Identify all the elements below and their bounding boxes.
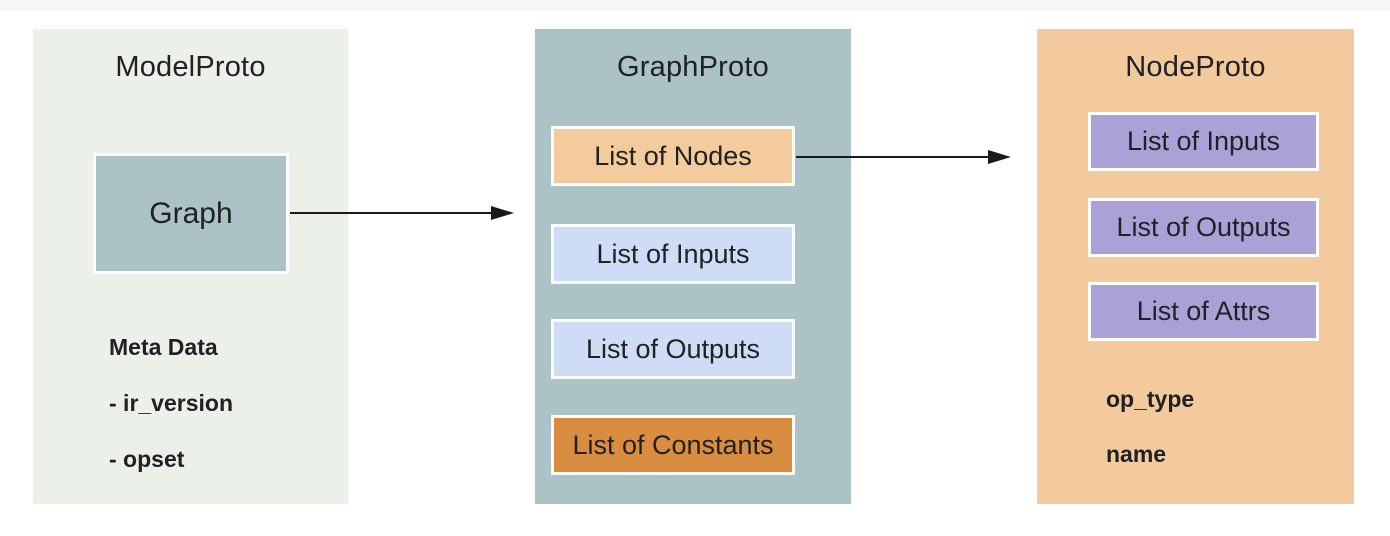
graph-list-of-inputs-label: List of Inputs (596, 238, 750, 269)
list-of-attrs-box: List of Attrs (1088, 282, 1319, 341)
graph-list-of-outputs-box: List of Outputs (551, 319, 795, 379)
graph-list-of-inputs-box: List of Inputs (551, 224, 795, 284)
node-list-of-outputs-box: List of Outputs (1088, 198, 1319, 257)
meta-data-heading: Meta Data (109, 334, 218, 360)
node-field-op-type: op_type (1106, 386, 1195, 412)
arrowhead-icon (491, 206, 514, 220)
arrowhead-icon (988, 150, 1011, 164)
meta-ir-version: - ir_version (109, 390, 233, 416)
modelproto-panel: ModelProto Graph Meta Data - ir_version … (33, 29, 348, 504)
meta-opset: - opset (109, 446, 185, 472)
list-of-nodes-box: List of Nodes (551, 126, 795, 186)
list-of-constants-box: List of Constants (551, 415, 795, 475)
nodeproto-panel: NodeProto List of Inputs List of Outputs… (1037, 29, 1354, 504)
graphproto-title: GraphProto (617, 51, 769, 83)
graph-list-of-outputs-label: List of Outputs (585, 333, 761, 364)
graph-box: Graph (93, 153, 289, 274)
modelproto-title: ModelProto (115, 51, 266, 83)
list-of-attrs-label: List of Attrs (1136, 296, 1271, 326)
graph-box-label: Graph (149, 196, 233, 230)
graphproto-panel: GraphProto List of Nodes List of Inputs … (535, 29, 851, 504)
node-list-of-inputs-label: List of Inputs (1126, 126, 1281, 156)
top-band (0, 0, 1390, 10)
node-list-of-inputs-box: List of Inputs (1088, 112, 1319, 171)
list-of-nodes-label: List of Nodes (594, 140, 752, 171)
node-field-name: name (1106, 441, 1167, 467)
node-list-of-outputs-label: List of Outputs (1116, 212, 1291, 242)
nodeproto-title: NodeProto (1125, 51, 1266, 83)
list-of-constants-label: List of Constants (572, 429, 774, 460)
